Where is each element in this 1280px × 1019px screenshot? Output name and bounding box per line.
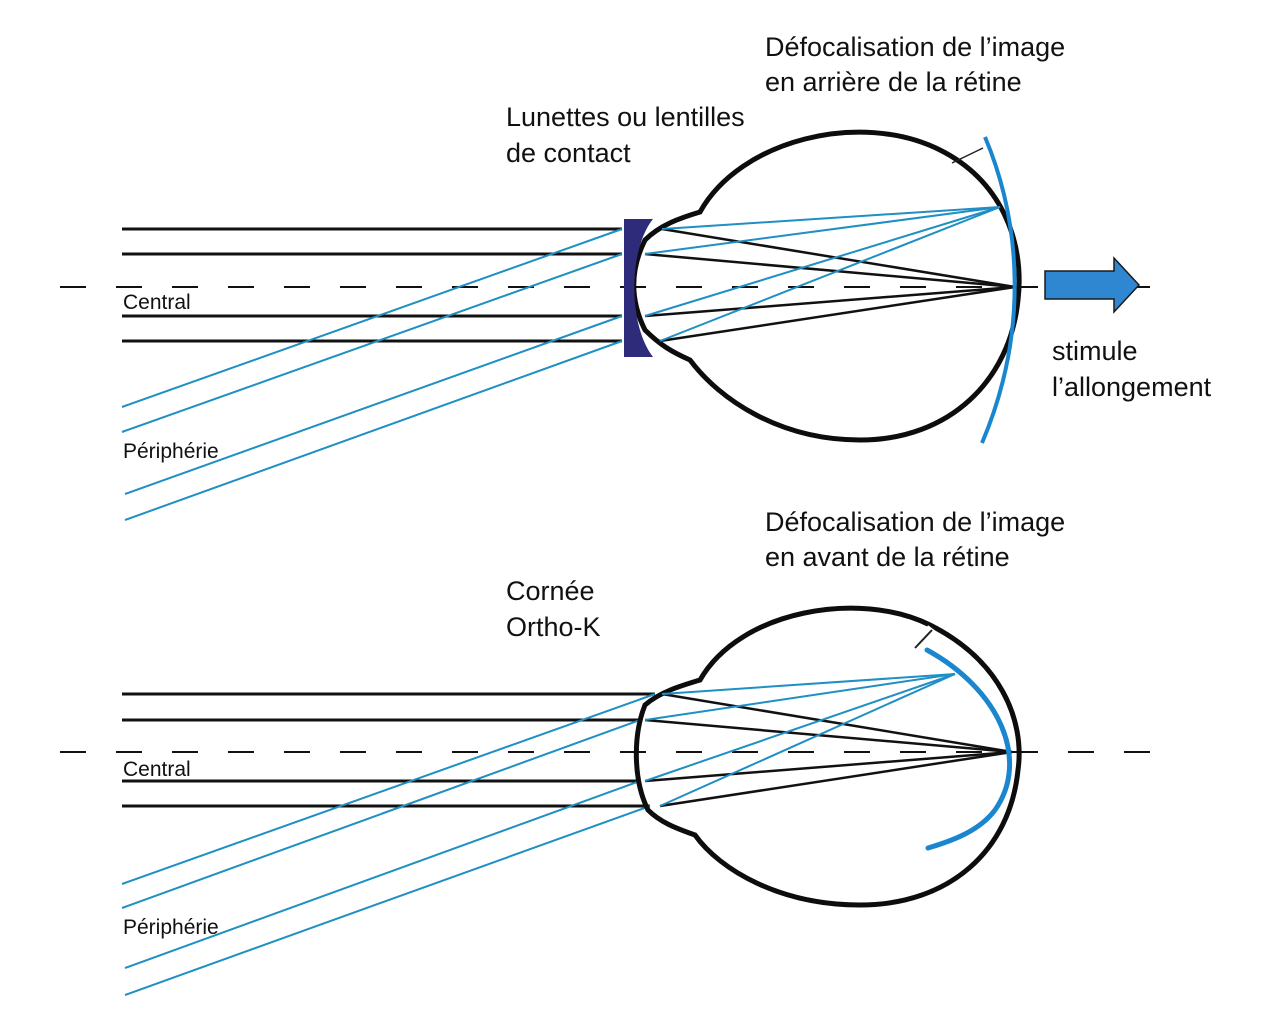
device-label: Cornée: [506, 576, 595, 606]
internal-peripheral-rays: [644, 673, 956, 807]
peripheral-ray: [121, 719, 641, 909]
internal-central-rays: [644, 227, 1016, 343]
internal-ray: [661, 692, 1013, 754]
device-label: de contact: [506, 138, 631, 168]
defocus-distance-arrow: [914, 629, 933, 649]
internal-ray: [644, 206, 1001, 317]
internal-ray: [644, 718, 1013, 754]
corrective-lens: [624, 219, 653, 357]
peripheral-rays: [121, 693, 656, 996]
effect-label: stimule: [1052, 336, 1138, 366]
internal-ray: [661, 227, 1016, 289]
central-label: Central: [123, 291, 191, 314]
device-label: Lunettes ou lentilles: [506, 102, 745, 132]
defocus-label: Défocalisation de l’image: [765, 507, 1065, 537]
peripheral-image-shell: [980, 136, 1017, 444]
right-arrow-icon: [1044, 256, 1141, 314]
peripheral-ray: [121, 253, 623, 433]
internal-ray: [659, 285, 1016, 343]
eyeball-outline: [633, 605, 1022, 908]
peripheral-ray: [121, 693, 656, 885]
internal-central-rays: [644, 692, 1013, 808]
top-panel: Lunettes ou lentilles de contact Défocal…: [60, 32, 1212, 521]
internal-ray: [644, 750, 1013, 783]
central-rays: [122, 227, 622, 343]
internal-ray: [659, 750, 1013, 808]
internal-ray: [644, 252, 1016, 289]
internal-ray: [644, 206, 1001, 255]
effect-label: l’allongement: [1052, 372, 1212, 402]
defocus-distance-arrow: [951, 147, 984, 164]
peripheral-ray: [121, 228, 623, 408]
peripheral-ray: [124, 315, 623, 495]
internal-ray: [644, 673, 956, 782]
peripheral-ray: [124, 805, 651, 996]
internal-ray: [644, 285, 1016, 318]
central-rays: [122, 692, 655, 808]
internal-ray: [661, 206, 1001, 230]
defocus-label: en arrière de la rétine: [765, 67, 1022, 97]
peripheral-ray: [124, 780, 641, 969]
central-label: Central: [123, 758, 191, 781]
internal-ray: [659, 206, 1001, 342]
device-label: Ortho-K: [506, 612, 601, 642]
defocus-label: en avant de la rétine: [765, 542, 1010, 572]
internal-peripheral-rays: [644, 206, 1001, 342]
peripheral-rays: [121, 228, 623, 521]
defocus-label: Défocalisation de l’image: [765, 32, 1065, 62]
peripheral-ray: [124, 340, 623, 521]
internal-ray: [659, 673, 956, 807]
periphery-label: Périphérie: [123, 916, 219, 939]
internal-ray: [661, 673, 956, 695]
peripheral-image-shell: [924, 647, 1013, 851]
periphery-label: Périphérie: [123, 440, 219, 463]
bottom-panel: Cornée Ortho-K Défocalisation de l’image…: [60, 507, 1150, 996]
internal-ray: [644, 673, 956, 721]
